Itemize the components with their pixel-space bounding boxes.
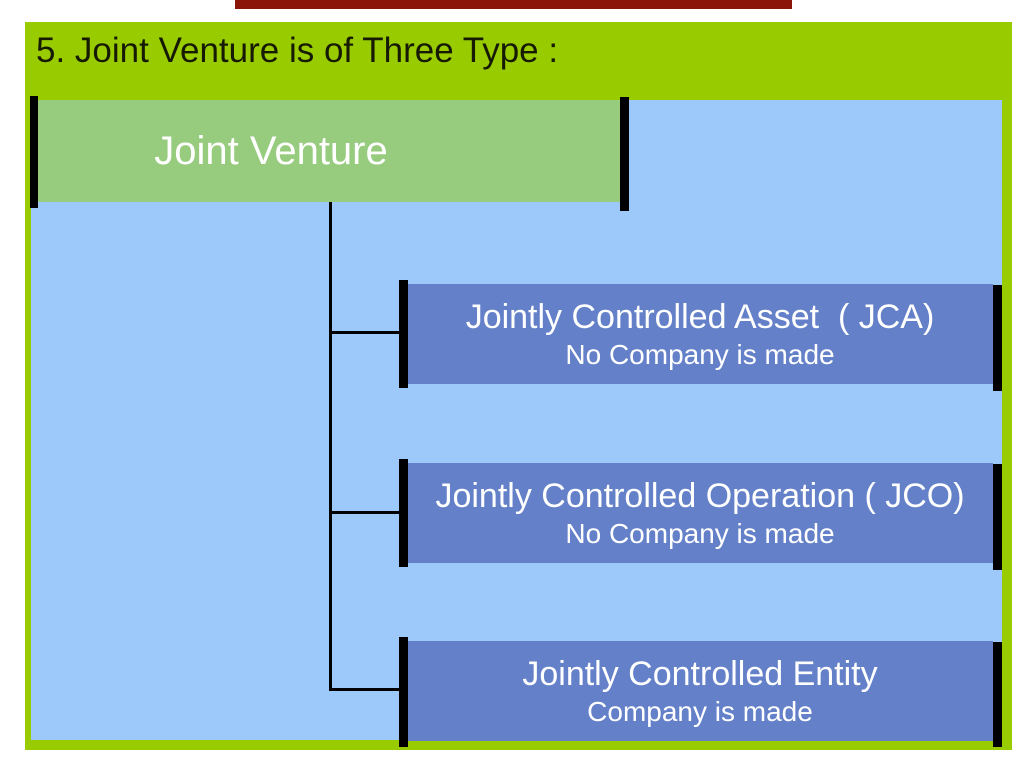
child-node-jce-left-bar	[399, 637, 408, 747]
connector-branch-jce	[329, 688, 402, 691]
child-node-jca-left-bar	[399, 280, 408, 388]
child-node-jce-title: Jointly Controlled Entity	[522, 654, 878, 693]
root-node-joint-venture: Joint Venture	[38, 100, 620, 202]
root-node-right-bar	[620, 97, 629, 211]
child-node-jco: Jointly Controlled Operation ( JCO) No C…	[407, 463, 993, 563]
child-node-jca-right-bar	[993, 285, 1002, 391]
child-node-jce-right-bar	[993, 642, 1002, 747]
child-node-jco-left-bar	[399, 459, 408, 567]
child-node-jco-right-bar	[993, 464, 1002, 570]
root-node-left-bar	[30, 96, 38, 208]
child-node-jco-title: Jointly Controlled Operation ( JCO)	[435, 476, 965, 515]
top-progress-bar	[235, 0, 792, 9]
connector-branch-jco	[329, 511, 402, 514]
child-node-jca-title: Jointly Controlled Asset ( JCA)	[465, 297, 935, 336]
child-node-jco-subtitle: No Company is made	[565, 518, 835, 550]
connector-branch-jca	[329, 331, 402, 334]
child-node-jca: Jointly Controlled Asset ( JCA) No Compa…	[407, 284, 993, 384]
slide-title: 5. Joint Venture is of Three Type :	[36, 31, 559, 70]
child-node-jce: Jointly Controlled Entity Company is mad…	[407, 641, 993, 741]
child-node-jca-subtitle: No Company is made	[565, 339, 835, 371]
connector-trunk	[329, 202, 332, 691]
child-node-jce-subtitle: Company is made	[587, 696, 813, 728]
diagram-canvas	[31, 100, 1002, 740]
root-node-label: Joint Venture	[154, 128, 388, 173]
